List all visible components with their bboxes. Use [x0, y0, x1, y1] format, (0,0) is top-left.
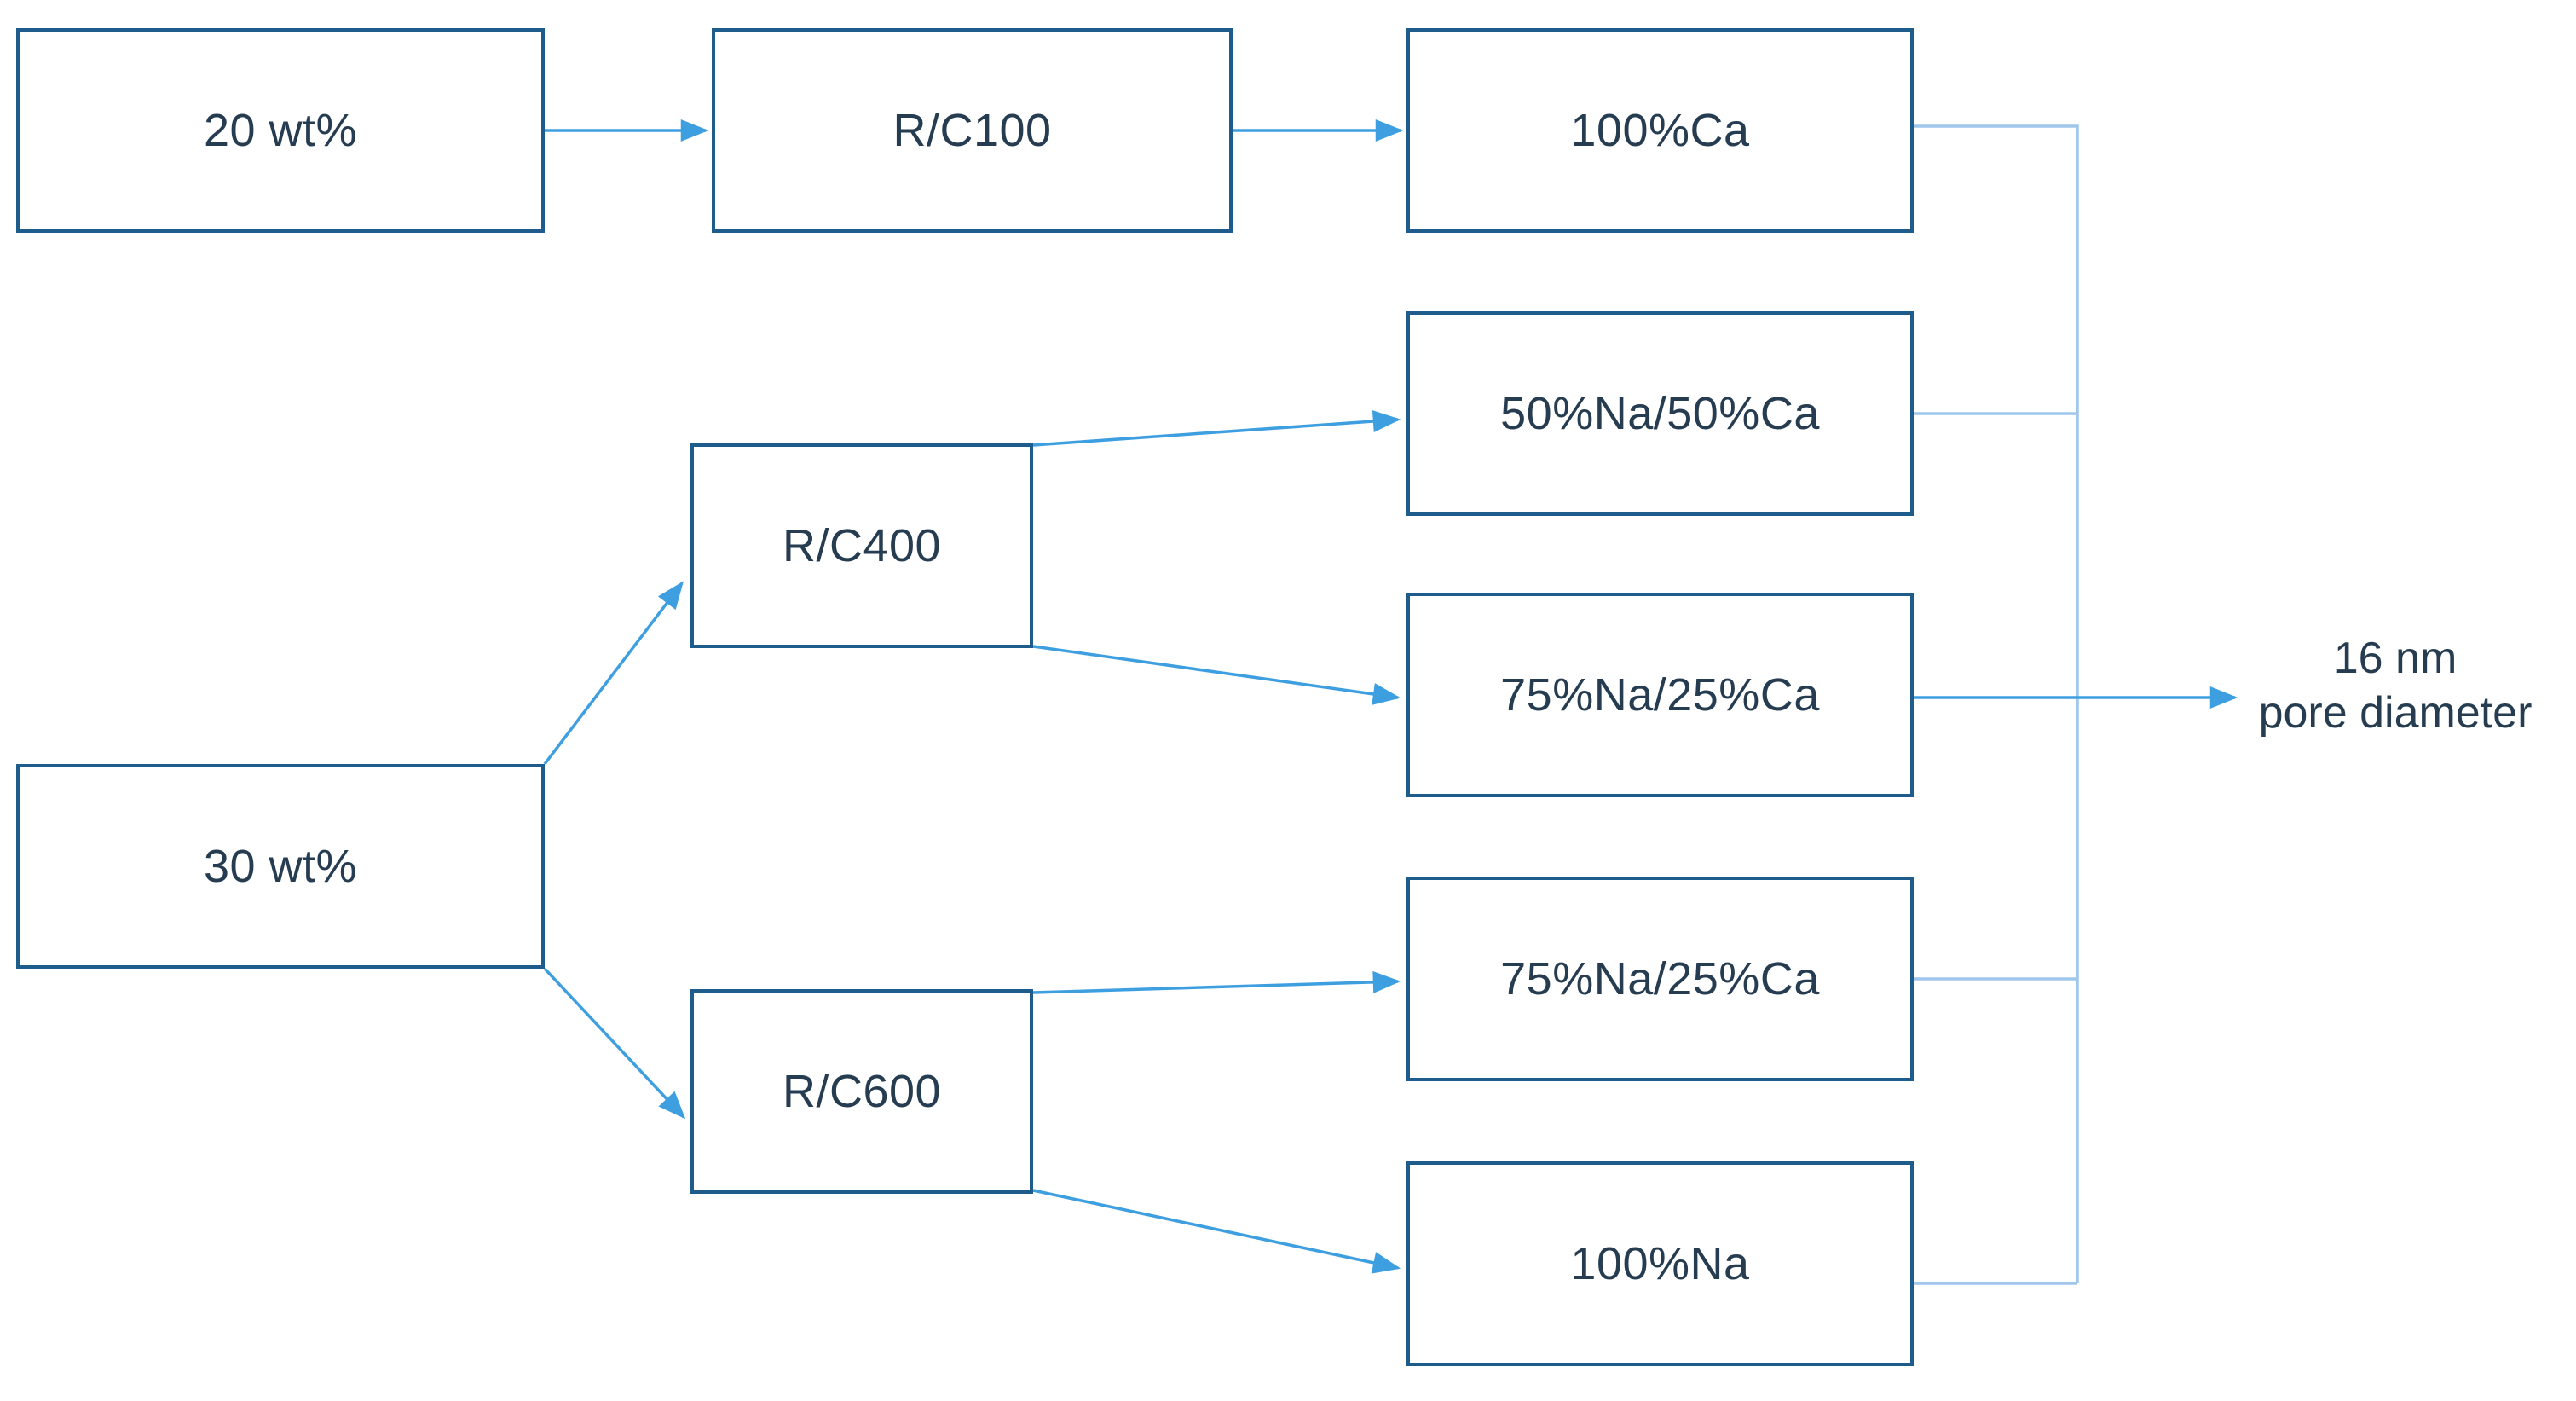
edge-30wt-rc600: [543, 967, 686, 1120]
node-100na-label: 100%Na: [1570, 1238, 1750, 1289]
node-100ca: 100%Ca: [1406, 28, 1914, 233]
node-30wt: 30 wt%: [16, 764, 545, 969]
output-label: 16 nm pore diameter: [2223, 631, 2567, 740]
node-20wt: 20 wt%: [16, 28, 545, 233]
edge-100ca-collector: [1914, 124, 2079, 1283]
node-rc600: R/C600: [690, 989, 1033, 1194]
node-30wt-label: 30 wt%: [203, 841, 358, 892]
node-75na25ca-a-label: 75%Na/25%Ca: [1500, 669, 1820, 721]
output-label-line2: pore diameter: [2258, 688, 2533, 738]
node-75na25ca-b-label: 75%Na/25%Ca: [1500, 953, 1820, 1004]
node-100na: 100%Na: [1406, 1161, 1914, 1366]
node-50na50ca: 50%Na/50%Ca: [1406, 311, 1914, 516]
edge-rc400-75na25ca-a: [1032, 645, 1401, 705]
node-rc600-label: R/C600: [782, 1066, 942, 1117]
node-100ca-label: 100%Ca: [1570, 105, 1750, 156]
node-rc100: R/C100: [712, 28, 1233, 233]
node-20wt-label: 20 wt%: [203, 105, 358, 156]
node-75na25ca-a: 75%Na/25%Ca: [1406, 593, 1914, 797]
edge-rc600-100na: [1032, 1189, 1401, 1274]
output-label-line1: 16 nm: [2333, 634, 2458, 683]
node-rc100-label: R/C100: [892, 105, 1052, 156]
node-75na25ca-b: 75%Na/25%Ca: [1406, 877, 1914, 1081]
edge-rc600-75na25ca-b: [1032, 970, 1401, 994]
node-rc400: R/C400: [690, 443, 1033, 648]
edge-30wt-rc400: [543, 581, 684, 766]
node-50na50ca-label: 50%Na/50%Ca: [1500, 388, 1820, 439]
edge-rc400-50na50ca: [1032, 410, 1401, 447]
node-rc400-label: R/C400: [782, 520, 942, 571]
